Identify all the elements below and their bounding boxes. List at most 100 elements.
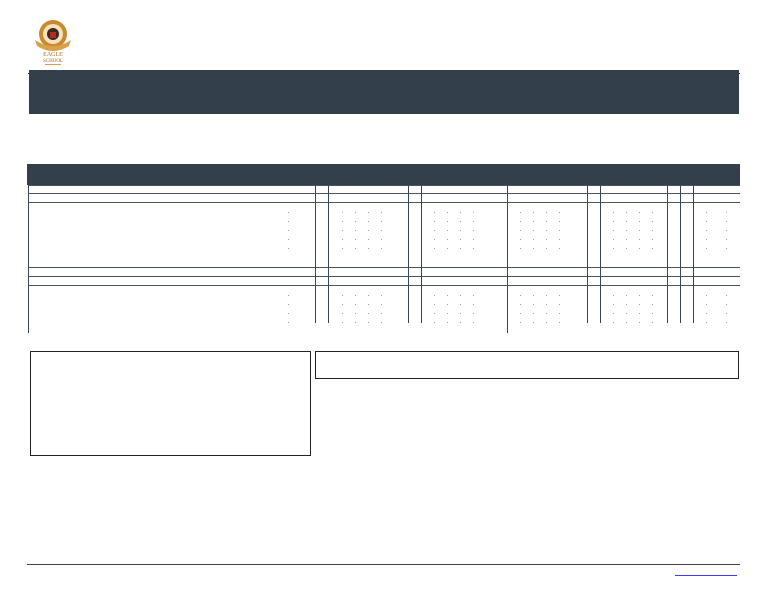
cell-placeholder-dot (559, 313, 560, 314)
cell-placeholder-dot (639, 230, 640, 231)
cell-placeholder-dot (533, 304, 534, 305)
cell-placeholder-dot (706, 230, 707, 231)
cell-placeholder-dot (559, 248, 560, 249)
cell-placeholder-dot (559, 230, 560, 231)
cell-placeholder-dot (546, 322, 547, 323)
cell-placeholder-dot (288, 221, 289, 222)
cell-placeholder-dot (533, 313, 534, 314)
cell-placeholder-dot (473, 295, 474, 296)
cell-placeholder-dot (726, 304, 727, 305)
cell-placeholder-dot (626, 248, 627, 249)
cell-placeholder-dot (342, 313, 343, 314)
cell-placeholder-dot (381, 221, 382, 222)
cell-placeholder-dot (639, 295, 640, 296)
cell-placeholder-dot (434, 239, 435, 240)
cell-placeholder-dot (381, 322, 382, 323)
cell-placeholder-dot (706, 322, 707, 323)
cell-placeholder-dot (726, 212, 727, 213)
cell-placeholder-dot (626, 295, 627, 296)
table-column-line (693, 185, 694, 323)
footer-link[interactable] (675, 575, 737, 576)
table-row-line (28, 193, 740, 194)
school-logo: EAGLE SCHOOL (33, 18, 73, 68)
cell-placeholder-dot (520, 295, 521, 296)
svg-text:EAGLE: EAGLE (43, 52, 63, 58)
cell-placeholder-dot (639, 239, 640, 240)
cell-placeholder-dot (473, 230, 474, 231)
cell-placeholder-dot (726, 295, 727, 296)
cell-placeholder-dot (288, 295, 289, 296)
cell-placeholder-dot (520, 239, 521, 240)
cell-placeholder-dot (342, 221, 343, 222)
svg-text:SCHOOL: SCHOOL (43, 59, 63, 64)
cell-placeholder-dot (355, 239, 356, 240)
cell-placeholder-dot (460, 212, 461, 213)
table-column-line (667, 185, 668, 323)
cell-placeholder-dot (460, 239, 461, 240)
cell-placeholder-dot (434, 248, 435, 249)
cell-placeholder-dot (546, 212, 547, 213)
cell-placeholder-dot (626, 313, 627, 314)
table-row-line (28, 202, 740, 203)
cell-placeholder-dot (520, 221, 521, 222)
cell-placeholder-dot (546, 239, 547, 240)
cell-placeholder-dot (381, 313, 382, 314)
cell-placeholder-dot (613, 230, 614, 231)
cell-placeholder-dot (473, 313, 474, 314)
cell-placeholder-dot (559, 304, 560, 305)
table-column-line (408, 185, 409, 323)
cell-placeholder-dot (613, 212, 614, 213)
cell-placeholder-dot (652, 212, 653, 213)
cell-placeholder-dot (434, 221, 435, 222)
cell-placeholder-dot (355, 248, 356, 249)
cell-placeholder-dot (342, 248, 343, 249)
cell-placeholder-dot (288, 230, 289, 231)
cell-placeholder-dot (639, 313, 640, 314)
cell-placeholder-dot (434, 230, 435, 231)
cell-placeholder-dot (559, 322, 560, 323)
cell-placeholder-dot (652, 239, 653, 240)
cell-placeholder-dot (706, 221, 707, 222)
cell-placeholder-dot (626, 239, 627, 240)
cell-placeholder-dot (652, 313, 653, 314)
cell-placeholder-dot (726, 322, 727, 323)
cell-placeholder-dot (546, 313, 547, 314)
cell-placeholder-dot (546, 304, 547, 305)
cell-placeholder-dot (613, 322, 614, 323)
cell-placeholder-dot (460, 230, 461, 231)
table-column-line (680, 185, 681, 323)
cell-placeholder-dot (368, 221, 369, 222)
table-column-line (421, 185, 422, 323)
cell-placeholder-dot (706, 313, 707, 314)
cell-placeholder-dot (652, 221, 653, 222)
cell-placeholder-dot (447, 221, 448, 222)
table-column-line (315, 185, 316, 323)
cell-placeholder-dot (520, 212, 521, 213)
cell-placeholder-dot (447, 322, 448, 323)
table-column-line (587, 185, 588, 323)
cell-placeholder-dot (342, 239, 343, 240)
cell-placeholder-dot (447, 212, 448, 213)
table-left-border (28, 185, 29, 333)
title-banner (29, 70, 739, 114)
cell-placeholder-dot (288, 304, 289, 305)
cell-placeholder-dot (447, 295, 448, 296)
cell-placeholder-dot (473, 248, 474, 249)
cell-placeholder-dot (639, 304, 640, 305)
cell-placeholder-dot (706, 295, 707, 296)
cell-placeholder-dot (706, 248, 707, 249)
cell-placeholder-dot (288, 212, 289, 213)
cell-placeholder-dot (726, 248, 727, 249)
cell-placeholder-dot (613, 248, 614, 249)
cell-placeholder-dot (520, 248, 521, 249)
cell-placeholder-dot (381, 212, 382, 213)
cell-placeholder-dot (368, 313, 369, 314)
cell-placeholder-dot (473, 212, 474, 213)
cell-placeholder-dot (288, 248, 289, 249)
table-row-line (28, 285, 740, 286)
cell-placeholder-dot (626, 221, 627, 222)
cell-placeholder-dot (368, 230, 369, 231)
cell-placeholder-dot (355, 313, 356, 314)
cell-placeholder-dot (706, 239, 707, 240)
cell-placeholder-dot (613, 304, 614, 305)
